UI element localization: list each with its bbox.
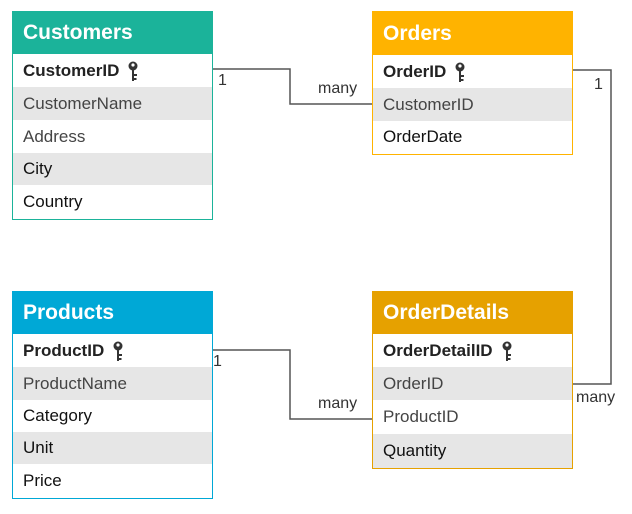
orders-field-customerid: CustomerID <box>373 88 572 121</box>
customers-orders-connector <box>212 68 372 105</box>
orderdetails-table-header: OrderDetails <box>373 292 572 334</box>
field-label: Country <box>23 191 83 211</box>
field-label: ProductID <box>383 407 459 426</box>
field-label: OrderID <box>383 373 444 393</box>
field-label: CustomerID <box>383 94 474 114</box>
field-label: CustomerName <box>23 93 143 113</box>
customers-field-address: Address <box>13 120 212 153</box>
cardinality-many-orderdetails: many <box>576 389 616 406</box>
orderdetails-field-quantity: Quantity <box>373 434 572 468</box>
products-field-productid: ProductID <box>13 334 212 367</box>
field-label: Category <box>23 406 92 425</box>
customers-field-customername: CustomerName <box>13 87 212 120</box>
cardinality-one-customers: 1 <box>218 72 227 89</box>
products-orderdetails-connector <box>212 349 372 420</box>
key-icon <box>501 340 513 362</box>
key-icon <box>127 60 139 82</box>
orderdetails-field-productid: ProductID <box>373 400 572 434</box>
field-label: OrderDetailID <box>383 340 493 360</box>
field-label: OrderDate <box>383 127 463 146</box>
products-field-category: Category <box>13 400 212 432</box>
products-table[interactable]: Products ProductID ProductName Category … <box>12 291 213 499</box>
orders-table[interactable]: Orders OrderID CustomerID OrderDate <box>372 11 573 155</box>
cardinality-many-orders: many <box>318 80 358 97</box>
products-table-title: Products <box>23 301 115 324</box>
key-icon <box>112 340 124 362</box>
products-field-unit: Unit <box>13 432 212 464</box>
field-label: ProductID <box>23 340 105 360</box>
products-field-productname: ProductName <box>13 367 212 400</box>
customers-field-city: City <box>13 153 212 185</box>
customers-table[interactable]: Customers CustomerID CustomerName Addres… <box>12 11 213 220</box>
orders-field-orderid: OrderID <box>373 55 572 88</box>
customers-field-customerid: CustomerID <box>13 54 212 87</box>
field-label: City <box>23 159 53 178</box>
field-label: Unit <box>23 438 54 457</box>
orders-table-header: Orders <box>373 12 572 55</box>
field-label: Address <box>23 126 86 146</box>
field-label: OrderID <box>383 61 447 81</box>
orderdetails-field-orderid: OrderID <box>373 367 572 400</box>
field-label: CustomerID <box>23 60 120 80</box>
orderdetails-field-orderdetailid: OrderDetailID <box>373 334 572 367</box>
orders-table-title: Orders <box>383 21 452 45</box>
field-label: Price <box>23 470 62 490</box>
field-label: ProductName <box>23 373 127 393</box>
products-table-header: Products <box>13 292 212 334</box>
customers-field-country: Country <box>13 185 212 218</box>
orders-field-orderdate: OrderDate <box>373 121 572 153</box>
orders-orderdetails-connector <box>572 69 612 385</box>
orderdetails-table[interactable]: OrderDetails OrderDetailID OrderID Produ… <box>372 291 573 469</box>
key-icon <box>454 61 466 83</box>
cardinality-one-products: 1 <box>213 353 222 370</box>
customers-table-title: Customers <box>23 21 133 44</box>
cardinality-one-orders: 1 <box>594 76 603 93</box>
field-label: Quantity <box>383 441 447 460</box>
orderdetails-table-title: OrderDetails <box>383 301 510 324</box>
products-field-price: Price <box>13 464 212 497</box>
customers-table-header: Customers <box>13 12 212 54</box>
cardinality-many-orderdetails-products: many <box>318 395 358 412</box>
